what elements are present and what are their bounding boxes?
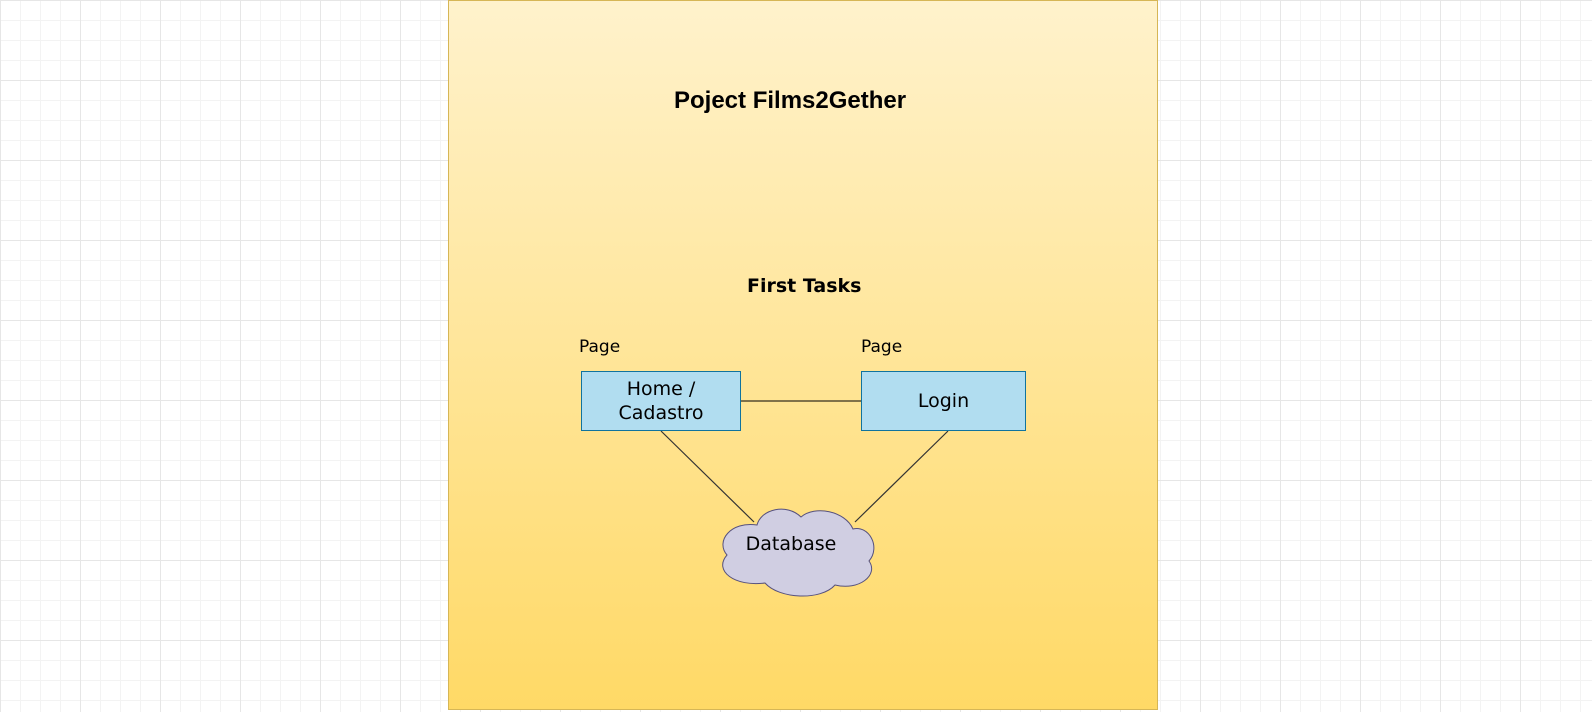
login-page-tag: Page: [861, 337, 903, 357]
diagram-title: Poject Films2Gether: [674, 87, 907, 114]
database-node-label[interactable]: Database: [745, 533, 837, 555]
database-cloud-shape: [722, 508, 875, 597]
edge-login-database: [854, 430, 949, 523]
diagram-canvas: Poject Films2Gether First Tasks Page Pag…: [448, 0, 1158, 710]
home-node-line2: Cadastro: [618, 402, 704, 424]
connectors: [660, 400, 949, 597]
home-cadastro-node[interactable]: Home / Cadastro: [581, 371, 741, 431]
home-node-line1: Home /: [626, 378, 696, 400]
login-node-label: Login: [917, 390, 970, 412]
login-node[interactable]: Login: [861, 371, 1026, 431]
diagram-subtitle: First Tasks: [747, 275, 862, 297]
home-page-tag: Page: [579, 337, 621, 357]
edge-home-database: [660, 430, 755, 523]
